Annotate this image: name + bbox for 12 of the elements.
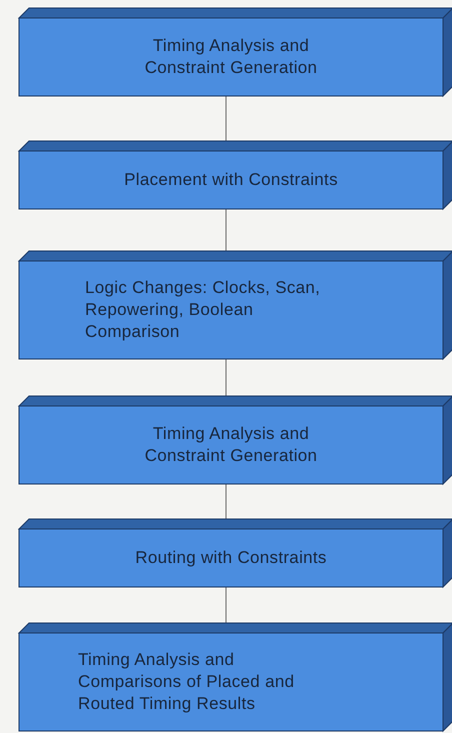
process-box xyxy=(19,141,452,210)
step-label: Timing Analysis and Constraint Generation xyxy=(144,423,318,467)
step-label: Placement with Constraints xyxy=(123,169,339,191)
process-box xyxy=(19,519,452,588)
step-label: Timing Analysis and Comparisons of Placed and Routed Timing Results xyxy=(78,649,296,715)
step-label: Logic Changes: Clocks, Scan, Repowering, Boolean Comparison xyxy=(85,277,322,343)
step-label: Timing Analysis and Constraint Generation xyxy=(144,35,318,79)
process-box xyxy=(19,8,452,97)
process-box xyxy=(19,251,452,360)
step-label: Routing with Constraints xyxy=(134,547,328,569)
process-box xyxy=(19,396,452,485)
process-box xyxy=(19,623,452,732)
